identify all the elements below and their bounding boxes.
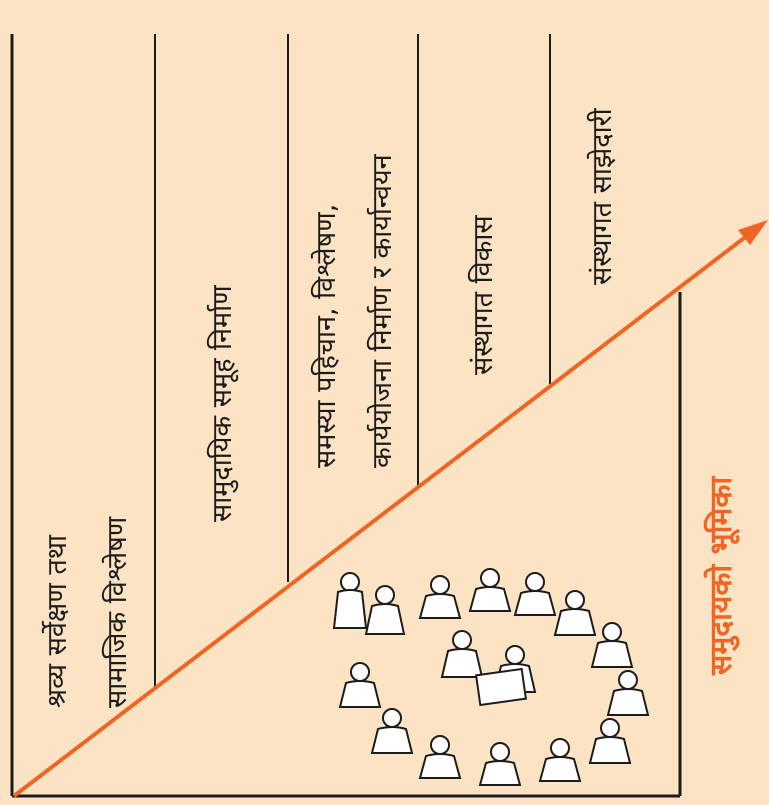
person-icon: [553, 590, 597, 636]
step-1-text: श्रव्य सर्वेक्षण तथा सामाजिक विश्लेषण: [42, 516, 133, 708]
person-icon: [478, 742, 522, 786]
chart-paper-icon: [475, 667, 527, 707]
person-icon: [468, 568, 512, 612]
step-4-text: संस्थागत विकास: [468, 215, 499, 375]
person-icon: [440, 630, 484, 678]
step-5-text: संस्थागत साझेदारी: [587, 108, 618, 285]
community-role-arrow: [12, 220, 768, 798]
person-icon: [418, 735, 462, 779]
person-icon: [588, 718, 632, 764]
arrow-head-icon: [738, 220, 768, 245]
person-icon: [418, 575, 462, 619]
person-icon: [606, 670, 650, 716]
step-2-text: सामुदायिक समूह निर्माण: [207, 285, 238, 522]
person-icon: [513, 572, 557, 616]
person-icon: [338, 662, 382, 708]
person-icon: [332, 572, 368, 629]
person-icon: [538, 738, 582, 782]
person-icon: [364, 585, 406, 635]
step-3-text: समस्या पहिचान, विश्लेषण, कार्ययोजना निर्…: [311, 154, 398, 468]
arrow-label: समुदायको भूमिका: [704, 476, 739, 675]
person-icon: [370, 708, 414, 754]
person-icon: [590, 622, 634, 668]
community-meeting-circle-illustration: [332, 568, 650, 786]
